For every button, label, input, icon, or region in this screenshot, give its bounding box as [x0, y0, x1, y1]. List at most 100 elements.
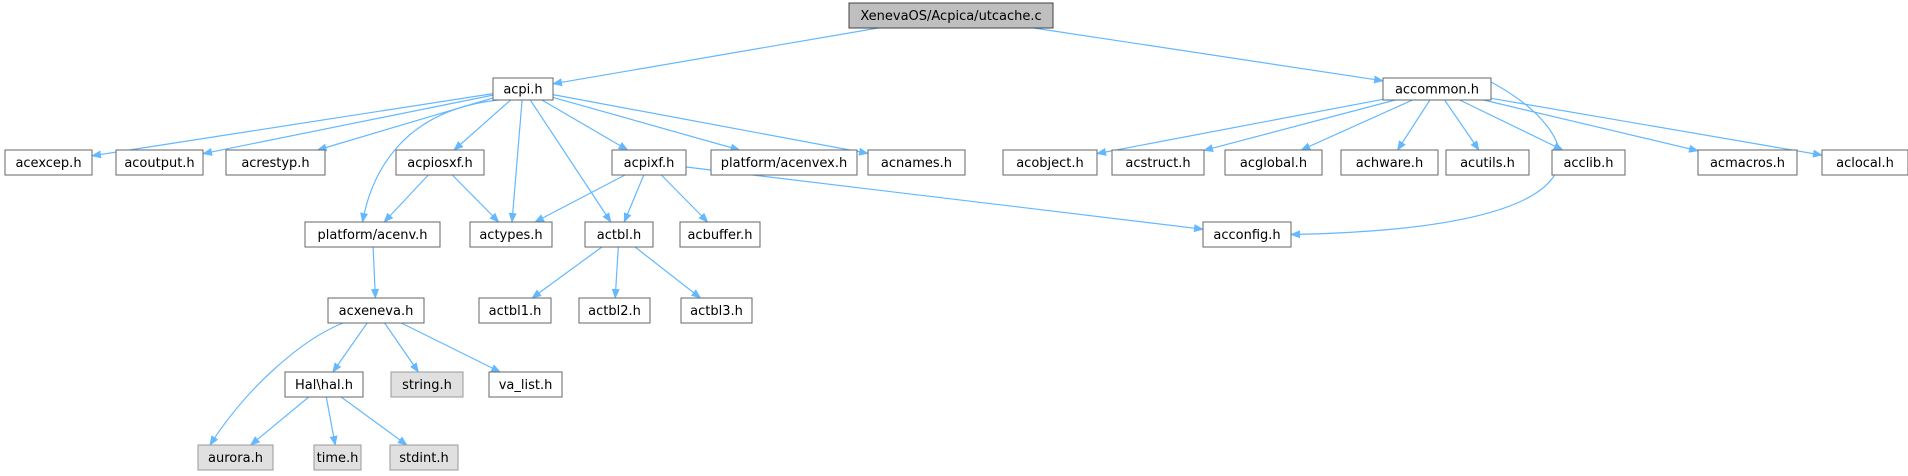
node-box [488, 371, 563, 398]
edge-acpi-to-actbl [529, 99, 612, 223]
node-label: acobject.h [1016, 156, 1084, 171]
edge-acpi-to-acoutput [202, 94, 494, 156]
edge-acpiosxf-to-actypes [451, 174, 500, 223]
node-acexcep[interactable]: acexcep.h [4, 149, 93, 176]
edge-acpiosxf-to-acenv [383, 174, 429, 223]
node-label: platform/acenvex.h [721, 156, 848, 171]
node-label: actypes.h [479, 228, 542, 243]
edge-acxeneva-to-aurora [209, 322, 344, 446]
node-label: actbl2.h [588, 304, 641, 319]
edge-acpixf-to-acconfig [685, 166, 1204, 233]
node-acbuffer[interactable]: acbuffer.h [679, 221, 761, 248]
node-acmacros[interactable]: acmacros.h [1697, 149, 1798, 176]
node-label: actbl.h [597, 228, 641, 243]
edge-accommon-to-acutils [1444, 99, 1480, 151]
node-label: accommon.h [1395, 83, 1479, 98]
edge-acxeneva-to-string [384, 322, 419, 373]
node-acxeneva[interactable]: acxeneva.h [327, 297, 425, 324]
edge-acenv-to-acxeneva [370, 246, 379, 299]
node-actypes[interactable]: actypes.h [469, 221, 553, 248]
edge-accommon-to-acmacros [1483, 99, 1699, 153]
node-acconfig[interactable]: acconfig.h [1202, 221, 1292, 248]
nodes-layer: XenevaOS/Acpica/utcache.c acpi.h accommon.… [4, 2, 1908, 471]
node-acobject[interactable]: acobject.h [1002, 149, 1098, 176]
node-acenv[interactable]: platform/acenv.h [304, 221, 441, 248]
node-utcache[interactable]: XenevaOS/Acpica/utcache.c [848, 2, 1054, 29]
node-box [1111, 149, 1205, 176]
node-string[interactable]: string.h [390, 371, 464, 398]
edge-accommon-to-acobject [1096, 98, 1384, 156]
node-box [115, 149, 204, 176]
node-label: acrestyp.h [241, 156, 309, 171]
node-actbl1[interactable]: actbl1.h [478, 297, 552, 324]
node-actbl2[interactable]: actbl2.h [578, 297, 651, 324]
node-box [327, 297, 425, 324]
node-acnames[interactable]: acnames.h [867, 149, 966, 176]
node-box [710, 149, 858, 176]
node-acenvex[interactable]: platform/acenvex.h [710, 149, 858, 176]
edge-actbl-to-actbl1 [531, 246, 603, 299]
node-label: acpixf.h [624, 156, 675, 171]
node-stdint[interactable]: stdint.h [389, 444, 459, 471]
edge-halhal-to-stdint [340, 396, 408, 446]
node-acoutput[interactable]: acoutput.h [115, 149, 204, 176]
node-acclib[interactable]: acclib.h [1551, 149, 1626, 176]
node-accommon[interactable]: accommon.h [1382, 77, 1492, 101]
node-label: string.h [402, 378, 452, 393]
node-aclocal[interactable]: aclocal.h [1821, 149, 1908, 176]
node-box [1202, 221, 1292, 248]
node-box [197, 444, 274, 471]
node-label: acutils.h [1460, 156, 1515, 171]
edge-acpi-to-acexcep [91, 93, 494, 159]
edge-acpixf-to-actypes [534, 174, 626, 223]
node-box [680, 297, 753, 324]
node-achware[interactable]: achware.h [1340, 149, 1439, 176]
node-label: stdint.h [399, 451, 448, 466]
node-acpi[interactable]: acpi.h [492, 77, 554, 101]
edge-acpi-to-actypes [508, 99, 523, 223]
edge-accommon-to-acstruct [1203, 99, 1396, 152]
node-label: va_list.h [499, 378, 553, 393]
node-label: aurora.h [208, 451, 263, 466]
node-valist[interactable]: va_list.h [488, 371, 563, 398]
node-label: acglobal.h [1240, 156, 1307, 171]
edge-accommon-to-acglobal [1300, 99, 1413, 151]
node-box [867, 149, 966, 176]
node-acglobal[interactable]: acglobal.h [1224, 149, 1323, 176]
node-actbl3[interactable]: actbl3.h [680, 297, 753, 324]
node-box [1445, 149, 1530, 176]
node-label: acxeneva.h [339, 304, 414, 319]
edge-accommon-to-aclocal [1490, 97, 1823, 158]
node-acrestyp[interactable]: acrestyp.h [225, 149, 326, 176]
node-label: acclib.h [1563, 156, 1613, 171]
node-acpixf[interactable]: acpixf.h [611, 149, 687, 176]
node-box [492, 77, 554, 101]
node-acstruct[interactable]: acstruct.h [1111, 149, 1205, 176]
node-box [225, 149, 326, 176]
node-label: acbuffer.h [687, 228, 752, 243]
node-halhal[interactable]: Hal\hal.h [284, 371, 364, 398]
node-aurora[interactable]: aurora.h [197, 444, 274, 471]
node-box [1224, 149, 1323, 176]
node-label: aclocal.h [1836, 156, 1894, 171]
node-actbl[interactable]: actbl.h [584, 221, 654, 248]
edge-acxeneva-to-halhal [332, 322, 368, 373]
node-box [304, 221, 441, 248]
edge-acxeneva-to-valist [401, 322, 502, 373]
node-label: time.h [317, 451, 359, 466]
edge-utcache-to-acpi [552, 27, 879, 87]
node-acpiosxf[interactable]: acpiosxf.h [395, 149, 485, 176]
edge-actbl-to-actbl3 [634, 246, 702, 299]
node-label: actbl1.h [489, 304, 542, 319]
node-box [389, 444, 459, 471]
node-box [469, 221, 553, 248]
node-box [1340, 149, 1439, 176]
node-box [313, 444, 362, 471]
node-box [478, 297, 552, 324]
node-acutils[interactable]: acutils.h [1445, 149, 1530, 176]
node-box [578, 297, 651, 324]
node-label: acpi.h [503, 83, 542, 98]
node-time[interactable]: time.h [313, 444, 362, 471]
node-label: achware.h [1356, 156, 1423, 171]
